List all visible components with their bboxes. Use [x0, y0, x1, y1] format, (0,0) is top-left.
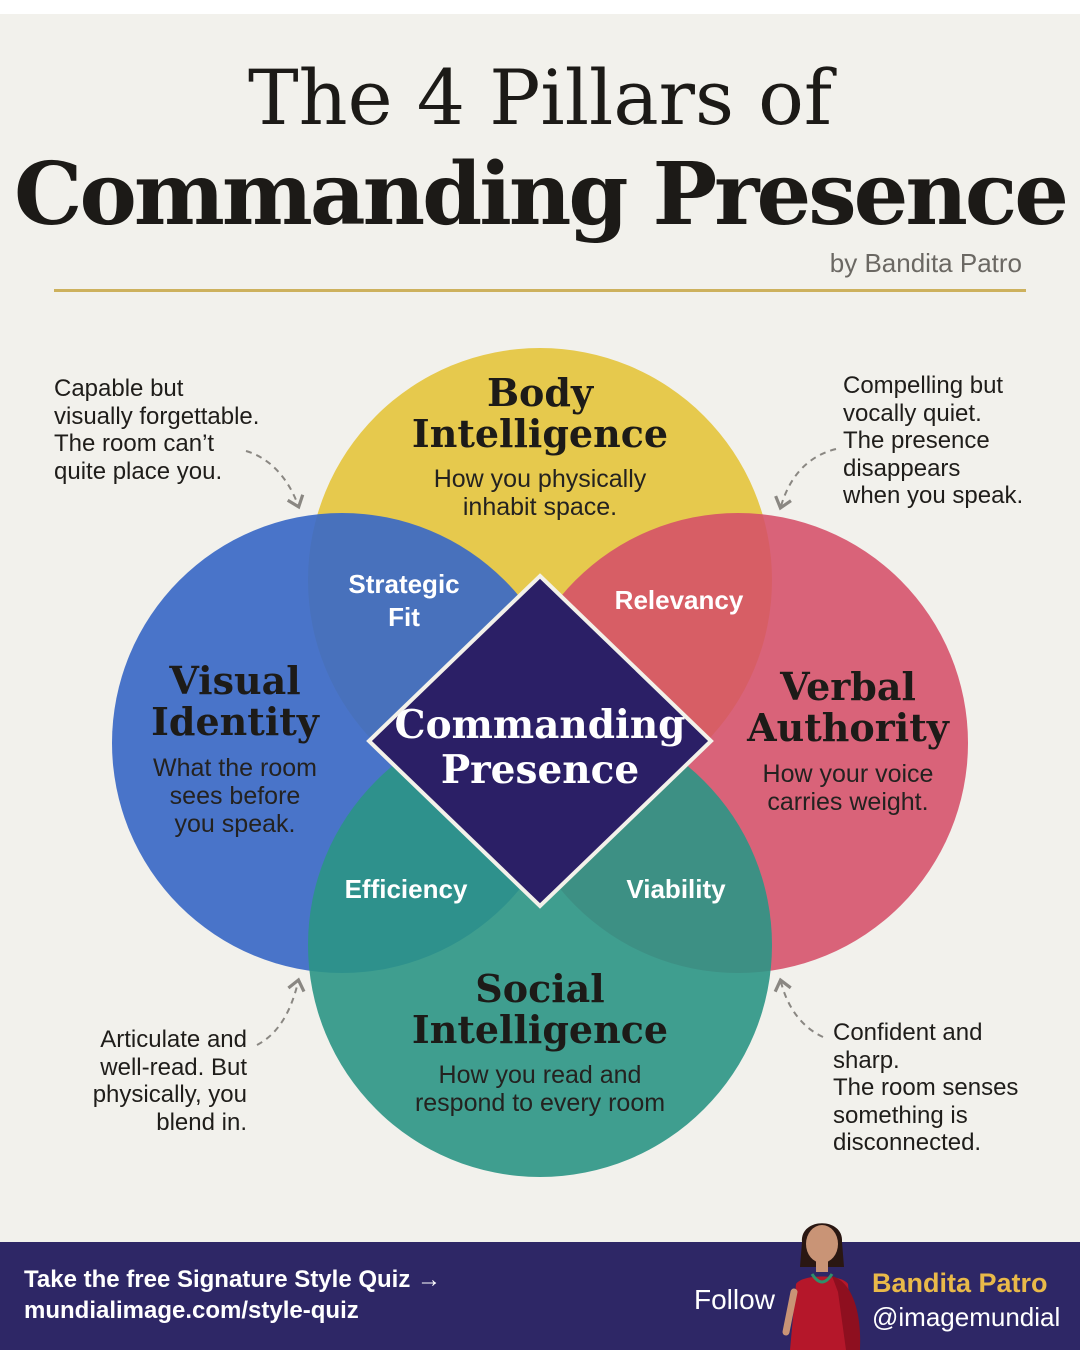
title-line-2: Commanding Presence: [14, 144, 1069, 245]
social-desc-line-2: respond to every room: [414, 1089, 666, 1117]
body-title-line-2: Intelligence: [411, 411, 669, 457]
body-desc-line-1: How you physically: [433, 465, 647, 493]
visual-title-line-1: Visual: [169, 658, 301, 703]
footer-banner: Take the free Signature Style Quiz → mun…: [0, 1223, 1080, 1350]
top-strip: [0, 0, 1080, 14]
commanding-presence-diamond: [366, 573, 714, 909]
note-top-right: Compelling but vocally quiet. The presen…: [843, 372, 1024, 510]
body-intelligence-title: Body Intelligence: [400, 372, 680, 454]
verbal-authority-title: Verbal Authority: [738, 666, 958, 748]
title-line-1: The 4 Pillars of: [247, 53, 833, 142]
visual-identity-desc: What the room sees before you speak.: [135, 754, 335, 838]
social-intelligence-title: Social Intelligence: [390, 968, 690, 1050]
note-top-left: Capable but visually forgettable. The ro…: [54, 375, 260, 485]
arrow-bottom-right: [773, 977, 824, 1038]
note-bottom-left: Articulate and well-read. But physically…: [92, 1026, 247, 1136]
overlap-efficiency: Efficiency: [344, 874, 468, 904]
social-title-line-1: Social: [475, 966, 605, 1011]
strategic-fit-line-1: Strategic: [348, 569, 460, 599]
verbal-desc-line-2: carries weight.: [767, 788, 929, 816]
arrow-bottom-left: [256, 977, 306, 1046]
center-label: Commanding Presence: [390, 703, 690, 793]
verbal-authority-desc: How your voice carries weight.: [738, 760, 958, 816]
center-line-1: Commanding: [394, 702, 686, 748]
social-intelligence-circle: [308, 713, 772, 1177]
quiz-url-link[interactable]: mundialimage.com/style-quiz: [24, 1297, 359, 1324]
title-divider: [54, 289, 1026, 292]
author-avatar: [782, 1223, 861, 1350]
author-name[interactable]: Bandita Patro: [872, 1268, 1048, 1298]
arrow-top-left: [245, 450, 305, 510]
venn-diagram: [112, 348, 968, 1177]
social-title-line-2: Intelligence: [411, 1007, 669, 1053]
verbal-desc-line-1: How your voice: [762, 760, 934, 788]
visual-desc-line-2: sees before: [169, 782, 301, 810]
body-intelligence-desc: How you physically inhabit space.: [400, 465, 680, 521]
verbal-title-line-1: Verbal: [780, 664, 916, 709]
visual-desc-line-3: you speak.: [174, 810, 296, 838]
visual-desc-line-1: What the room: [153, 754, 317, 782]
strategic-fit-line-2: Fit: [388, 601, 420, 632]
visual-title-line-2: Identity: [151, 699, 319, 745]
center-line-2: Presence: [440, 746, 640, 793]
overlap-viability: Viability: [626, 874, 726, 904]
social-desc-line-1: How you read and: [438, 1061, 642, 1089]
verbal-title-line-2: Authority: [747, 705, 949, 751]
overlap-relevancy: Relevancy: [614, 585, 744, 615]
overlap-strategic-fit: Strategic Fit: [324, 568, 484, 633]
follow-label: Follow: [694, 1284, 775, 1315]
social-intelligence-desc: How you read and respond to every room: [390, 1061, 690, 1117]
note-bottom-right: Confident and sharp. The room senses som…: [833, 1019, 1019, 1157]
body-title-line-1: Body: [486, 370, 594, 415]
quiz-cta-text[interactable]: Take the free Signature Style Quiz →: [24, 1266, 441, 1293]
body-desc-line-2: inhabit space.: [462, 493, 618, 521]
arrow-top-right: [774, 448, 837, 511]
byline: by Bandita Patro: [829, 248, 1022, 278]
author-handle[interactable]: @imagemundial: [872, 1302, 1061, 1332]
visual-identity-title: Visual Identity: [135, 660, 335, 742]
